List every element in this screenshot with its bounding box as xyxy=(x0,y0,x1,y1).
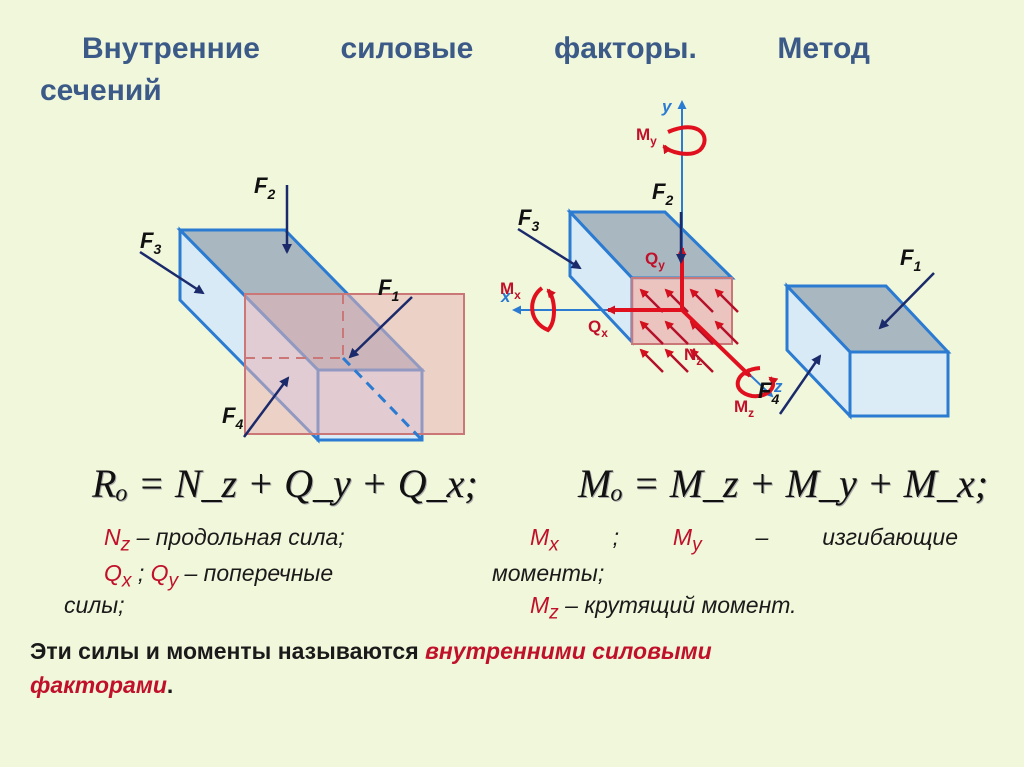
symbol-qy: Qy xyxy=(150,560,179,592)
internal-stress-arrows xyxy=(639,288,739,373)
stress-arrow xyxy=(639,320,664,345)
f3-arrow-right xyxy=(517,227,582,270)
label-f1-right: F1 xyxy=(900,245,921,274)
label-f3-left: F3 xyxy=(140,228,161,257)
stress-arrow xyxy=(689,320,714,345)
symbol-nz: Nz xyxy=(104,524,131,556)
stress-arrow xyxy=(664,320,689,345)
mz-moment-arc xyxy=(735,366,779,399)
title-line-1: Внутренние силовые факторы. Метод xyxy=(40,28,870,70)
force-formula: Rₒ = N_z + Q_y + Q_x; xyxy=(92,461,478,506)
footer-text: Эти силы и моменты называются внутренним… xyxy=(30,638,712,698)
title-word-2: силовые xyxy=(340,32,474,65)
stress-arrow xyxy=(689,288,714,313)
label-axis-y: y xyxy=(661,97,673,116)
label-f1-left: F1 xyxy=(378,275,399,304)
title-line-2: сечений xyxy=(40,74,162,107)
label-mx: Mx xyxy=(500,279,521,302)
nz-vector xyxy=(680,308,752,378)
my-moment-arc xyxy=(662,125,707,156)
title-word-1: Внутренние xyxy=(82,32,260,65)
definition-nz: Nz – продольная сила; xyxy=(104,524,345,556)
symbol-qx: Qx xyxy=(104,560,132,592)
footer-highlight-2: факторами xyxy=(30,672,167,698)
label-nz: Nz xyxy=(684,345,702,368)
f4-arrow-right xyxy=(778,354,822,415)
f4-arrow-left xyxy=(242,376,290,438)
mx-moment-arc xyxy=(530,286,556,333)
footer-highlight: внутренними силовыми xyxy=(425,638,712,664)
stress-arrow xyxy=(664,288,689,313)
label-axis-z: z xyxy=(773,377,783,396)
symbol-mz: Mz xyxy=(530,592,559,624)
f1-arrow-left xyxy=(348,296,413,359)
left-section-plane xyxy=(244,293,465,435)
stress-arrow xyxy=(689,348,714,373)
f3-arrow-left xyxy=(139,250,205,295)
definition-q-line2: силы; xyxy=(64,592,125,618)
label-f4-right: F4 xyxy=(758,378,779,407)
definition-mxy-line2: моменты; xyxy=(492,560,605,586)
stress-arrow xyxy=(714,320,739,345)
label-axis-x: x xyxy=(500,287,512,306)
right-cut-bar-group: y x z My Mx Mz Qy Qx Nz F2 F3 F1 F4 xyxy=(500,97,952,420)
left-bar-group: F2 F3 F1 F4 xyxy=(139,173,465,444)
stress-arrow xyxy=(639,348,664,373)
label-f3-right: F3 xyxy=(518,205,539,234)
label-qy: Qy xyxy=(645,249,665,272)
label-f2-right: F2 xyxy=(652,179,673,208)
label-my: My xyxy=(636,125,657,148)
stress-arrow xyxy=(714,288,739,313)
slide-title: Внутренние силовые факторы. Метод сечени… xyxy=(40,28,870,112)
title-word-4: Метод xyxy=(777,32,870,65)
definition-mxy: Mx ; My – изгибающие xyxy=(530,524,958,556)
label-f4-left: F4 xyxy=(222,403,243,432)
title-word-3: факторы. xyxy=(553,32,697,65)
f1-arrow-right xyxy=(878,272,935,330)
label-mz: Mz xyxy=(734,397,754,420)
moment-formula: Mₒ = M_z + M_y + M_x; xyxy=(578,461,989,506)
symbol-my: My xyxy=(672,524,702,556)
label-f2-left: F2 xyxy=(254,173,275,202)
label-qx: Qx xyxy=(588,317,608,340)
left-bar-hidden-diagonal xyxy=(341,356,424,442)
definition-q: Qx ; Qy – поперечные xyxy=(104,560,334,592)
symbol-mx: Mx xyxy=(530,524,559,556)
right-part-end xyxy=(848,350,950,418)
stress-arrow xyxy=(664,348,689,373)
definition-mz: Mz – крутящий момент. xyxy=(530,592,797,624)
